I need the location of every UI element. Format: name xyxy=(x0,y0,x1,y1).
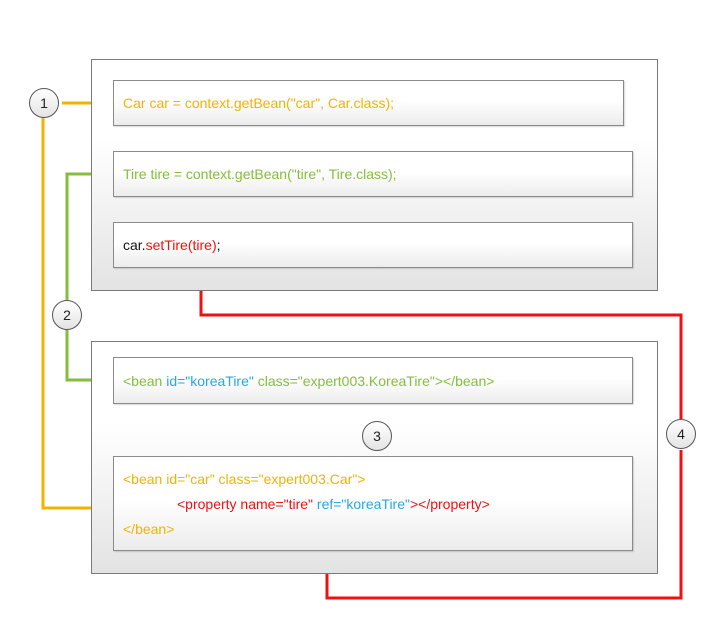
code-token-semicolon: ; xyxy=(216,237,221,253)
code-box-get-tire: Tire tire = context.getBean("tire", Tire… xyxy=(113,151,633,197)
xml-token-id-korea-tire: id="koreaTire" xyxy=(166,373,254,389)
code-line-get-tire: Tire tire = context.getBean("tire", Tire… xyxy=(123,166,397,182)
xml-token-bean-open: <bean xyxy=(123,373,167,389)
xml-box-tire-bean: <bean id="koreaTire" class="expert003.Ko… xyxy=(113,357,633,404)
xml-line-car-bean-open: <bean id="car" class="expert003.Car"> xyxy=(123,471,366,487)
code-box-set-tire: car.setTire(tire); xyxy=(113,222,633,268)
xml-box-car-bean: <bean id="car" class="expert003.Car"> <p… xyxy=(113,456,633,551)
code-box-get-car: Car car = context.getBean("car", Car.cla… xyxy=(113,80,624,126)
xml-token-ref-korea-tire: ref="koreaTire" xyxy=(316,496,410,512)
step-badge-3: 3 xyxy=(362,421,392,451)
xml-line-tire-bean: <bean id="koreaTire" class="expert003.Ko… xyxy=(123,373,494,389)
xml-line-property: <property name="tire" ref="koreaTire"></… xyxy=(177,496,490,512)
xml-token-property-open: <property name="tire" xyxy=(177,496,317,512)
code-token-set-tire-call: setTire(tire) xyxy=(145,237,217,253)
xml-token-property-close: ></property> xyxy=(409,496,490,512)
step-badge-1: 1 xyxy=(29,88,59,118)
xml-token-class-korea-tire: class="expert003.KoreaTire"></bean> xyxy=(253,373,495,389)
step-badge-2: 2 xyxy=(52,300,82,330)
code-line-get-car: Car car = context.getBean("car", Car.cla… xyxy=(123,95,394,111)
code-line-set-tire: car.setTire(tire); xyxy=(123,237,221,253)
step-badge-4: 4 xyxy=(666,419,696,449)
code-token-car-object: car. xyxy=(123,237,146,253)
xml-line-car-bean-close: </bean> xyxy=(123,521,175,537)
